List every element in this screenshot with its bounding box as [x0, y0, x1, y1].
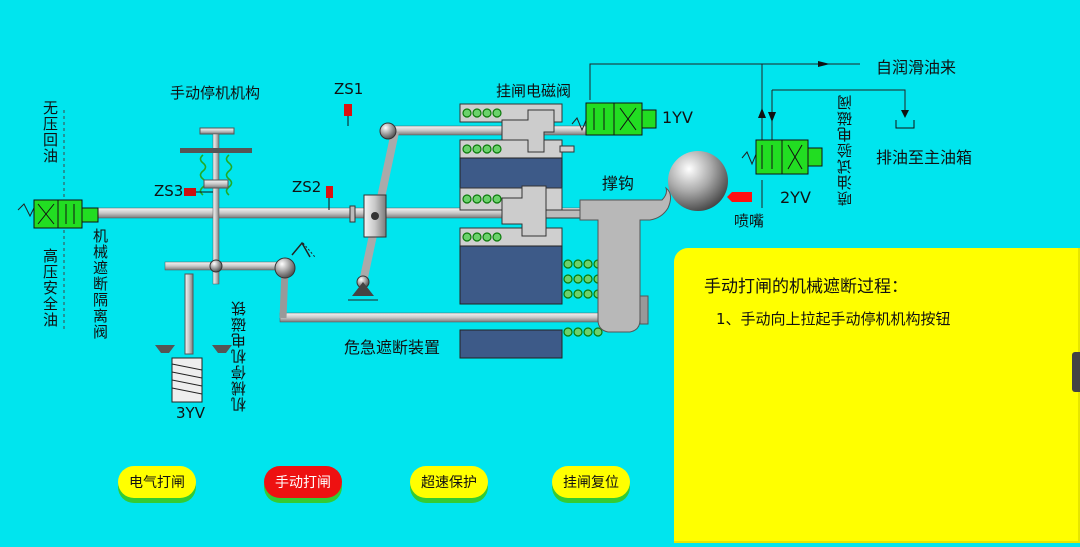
rod-collar [349, 205, 356, 223]
arrow-up-icon [758, 108, 766, 118]
label-high-pressure-safety-oil: 高压安全油 [41, 248, 59, 328]
nozzle [727, 192, 752, 202]
drain-arrow-icon [901, 110, 909, 118]
eccentric-ball [668, 151, 728, 211]
label-zs3: ZS3 [154, 182, 184, 200]
label-oil-spray-test-valve: 喷油试验电磁阀 [836, 94, 854, 206]
label-nozzle: 喷嘴 [734, 212, 765, 230]
info-panel: 手动打闸的机械遮断过程： 1、手动向上拉起手动停机机构按钮 [674, 248, 1080, 543]
isolation-valve [17, 199, 99, 229]
overspeed-protection-button[interactable]: 超速保护 [410, 466, 488, 498]
rocker-pin-top [379, 122, 397, 140]
yv1-solenoid [571, 102, 657, 136]
pivot-ball [274, 257, 296, 279]
flow-arrow-icon [818, 61, 830, 67]
label-3yv: 3YV [176, 404, 205, 422]
drain-tank-icon [895, 120, 915, 129]
info-title: 手动打闸的机械遮断过程： [704, 277, 908, 297]
zs3-switch [184, 188, 213, 196]
zs1-switch [344, 104, 352, 126]
lever-rod [164, 261, 286, 271]
arrow-down-icon [768, 112, 776, 122]
pivot-hatch [302, 242, 316, 258]
label-support-hook: 撑钩 [602, 174, 635, 193]
label-1yv: 1YV [662, 108, 693, 127]
label-manual-trip-mechanism: 手动停机机构 [170, 84, 261, 102]
info-step-1: 1、手动向上拉起手动停机机构按钮 [716, 310, 951, 328]
label-mechanical-trip-isolation-valve: 机械遮断隔离阀 [91, 228, 109, 340]
oil-lines [589, 63, 906, 208]
upper-rod [389, 125, 611, 136]
label-emergency-trip-device: 危急遮断装置 [344, 338, 441, 357]
trip-electromagnet [155, 273, 232, 403]
label-drain-to-main-tank: 排油至主油箱 [876, 148, 973, 167]
label-trip-solenoid-valve: 挂闸电磁阀 [496, 82, 572, 100]
label-zs2: ZS2 [292, 178, 322, 196]
manual-trip-button[interactable]: 手动打闸 [264, 466, 342, 498]
label-no-pressure-return: 无压回油 [41, 100, 59, 164]
zs2-switch [326, 186, 333, 210]
label-self-lube-oil: 自润滑油来 [876, 58, 957, 77]
yv2-solenoid [741, 139, 823, 175]
scroll-handle[interactable] [1072, 352, 1080, 392]
electric-trip-button[interactable]: 电气打闸 [118, 466, 196, 498]
pivot-support [291, 241, 311, 258]
slider-pin [371, 212, 379, 220]
ground-pivot [352, 282, 374, 296]
manual-trip-mechanism[interactable] [180, 127, 252, 285]
reset-latch-button[interactable]: 挂闸复位 [552, 466, 630, 498]
label-zs1: ZS1 [334, 80, 364, 98]
support-hook [579, 186, 672, 333]
label-mechanical-trip-electromagnet: 机械停机电磁铁 [230, 300, 248, 412]
label-2yv: 2YV [780, 188, 811, 207]
lower-rod [279, 312, 621, 323]
